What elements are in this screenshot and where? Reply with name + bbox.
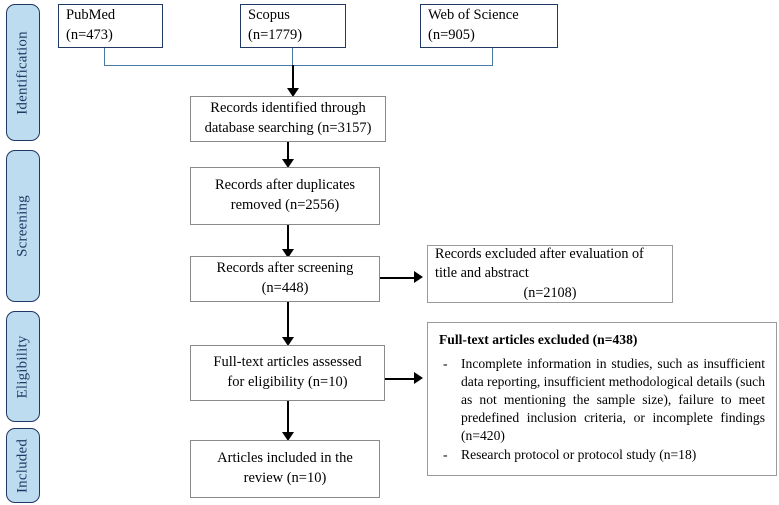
duplicates-line2: removed (n=2556)	[230, 197, 340, 213]
flow-box-records-identified: Records identified through database sear…	[190, 96, 386, 142]
bracket-horizontal	[104, 65, 493, 67]
bracket-stub-left	[104, 48, 106, 66]
exclusion-screening-line2: title and abstract	[435, 265, 529, 282]
stage-label-eligibility: Eligibility	[14, 334, 31, 399]
duplicates-line1: Records after duplicates	[214, 177, 356, 194]
source-pubmed-name: PubMed	[66, 7, 116, 24]
stage-pill-eligibility: Eligibility	[6, 311, 40, 422]
fulltext-line1: Full-text articles assessed	[213, 354, 362, 371]
stage-label-identification: Identification	[14, 30, 31, 115]
flow-box-fulltext-assessed: Full-text articles assessed for eligibil…	[190, 345, 385, 401]
records-identified-line2: database searching (n=3157)	[204, 120, 372, 136]
exclusion-reason-text: Incomplete information in studies, such …	[461, 356, 766, 444]
arrow-head-fulltext-to-excluded	[414, 372, 423, 384]
bracket-stub-center	[292, 48, 294, 66]
stage-pill-included: Included	[6, 428, 40, 503]
flow-box-articles-included: Articles included in the review (n=10)	[190, 440, 380, 498]
source-wos-count: (n=905)	[428, 27, 475, 43]
arrow-line-duplicates-to-screening	[287, 225, 289, 252]
arrow-line-identified-to-duplicates	[287, 142, 289, 162]
exclusion-reason-item: - Incomplete information in studies, suc…	[439, 355, 765, 445]
list-dash-icon: -	[443, 447, 448, 463]
exclusion-reason-text: Research protocol or protocol study (n=1…	[461, 447, 697, 463]
arrow-head-screening-to-excluded	[414, 271, 423, 283]
arrow-line-screening-to-fulltext	[287, 302, 289, 340]
arrow-head-identified-to-duplicates	[282, 159, 294, 168]
source-scopus-name: Scopus	[248, 7, 290, 24]
exclusion-screening-count: (n=2108)	[523, 284, 577, 301]
arrow-head-fulltext-to-included	[282, 432, 294, 441]
bracket-stub-right	[492, 48, 494, 66]
screening-line1: Records after screening	[216, 260, 354, 277]
included-line1: Articles included in the	[217, 450, 353, 467]
stage-pill-identification: Identification	[6, 4, 40, 141]
stage-label-screening: Screening	[14, 195, 31, 257]
exclusion-eligibility-title: Full-text articles excluded (n=438)	[439, 332, 638, 347]
source-box-scopus: Scopus (n=1779)	[240, 4, 346, 48]
exclusion-box-eligibility: Full-text articles excluded (n=438) - In…	[427, 322, 777, 476]
exclusion-screening-line1: Records excluded after evaluation of	[435, 246, 644, 263]
source-box-web-of-science: Web of Science (n=905)	[420, 4, 558, 48]
arrow-line-sources-to-identified	[292, 65, 294, 91]
arrow-line-fulltext-to-included	[287, 401, 289, 435]
arrow-line-screening-to-excluded	[380, 277, 417, 279]
included-line2: review (n=10)	[243, 470, 327, 486]
screening-line2: (n=448)	[261, 280, 309, 296]
source-scopus-count: (n=1779)	[248, 27, 303, 43]
fulltext-line2: for eligibility (n=10)	[227, 374, 348, 390]
source-wos-name: Web of Science	[428, 7, 519, 24]
arrow-line-fulltext-to-excluded	[385, 378, 417, 380]
records-identified-line1: Records identified through	[210, 100, 366, 117]
stage-pill-screening: Screening	[6, 150, 40, 302]
flow-box-records-after-screening: Records after screening (n=448)	[190, 256, 380, 302]
arrow-head-screening-to-fulltext	[282, 337, 294, 346]
list-dash-icon: -	[443, 356, 448, 372]
stage-label-included: Included	[14, 438, 31, 493]
exclusion-eligibility-list: - Incomplete information in studies, suc…	[439, 355, 765, 464]
source-pubmed-count: (n=473)	[66, 27, 113, 43]
exclusion-reason-item: - Research protocol or protocol study (n…	[439, 446, 765, 464]
arrow-head-duplicates-to-screening	[282, 249, 294, 258]
arrow-head-sources-to-identified	[287, 88, 299, 97]
flow-box-records-after-duplicates: Records after duplicates removed (n=2556…	[190, 167, 380, 225]
source-box-pubmed: PubMed (n=473)	[58, 4, 163, 48]
exclusion-box-screening: Records excluded after evaluation of tit…	[427, 245, 673, 303]
